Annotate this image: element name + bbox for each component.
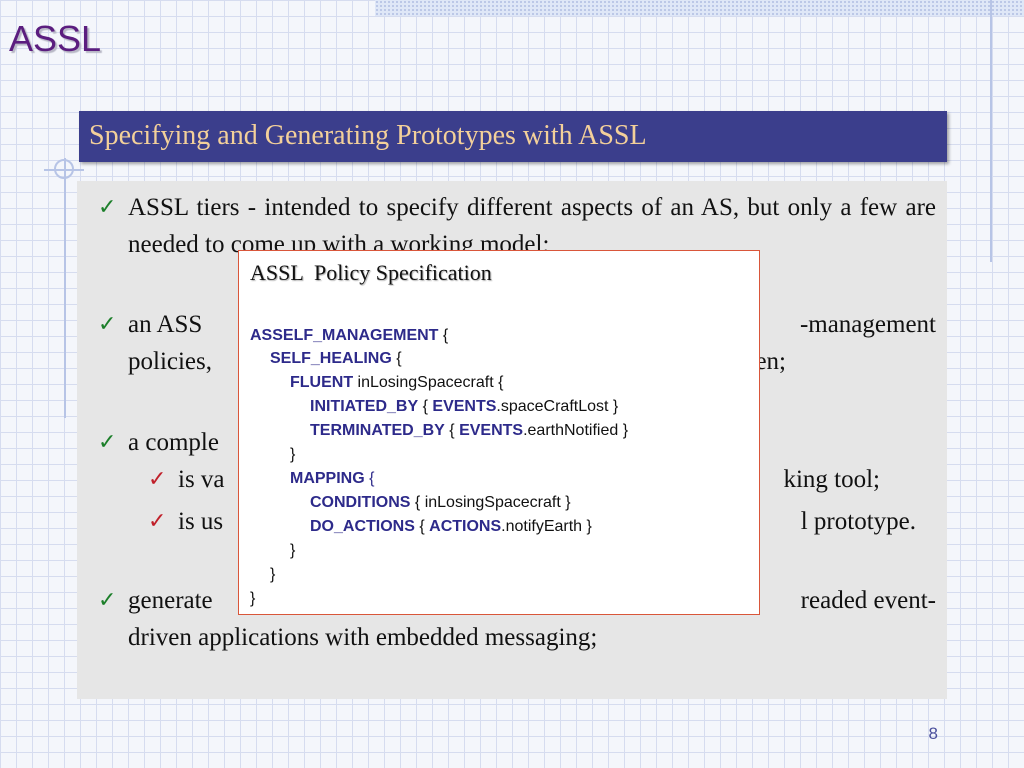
bullet-2-line2-start: policies, xyxy=(128,348,213,375)
logo: ASSL xyxy=(9,18,102,59)
code-keyword: ACTIONS xyxy=(429,518,502,535)
sub-bullet-2-end: l prototype. xyxy=(800,508,916,535)
code-text: { xyxy=(414,518,430,535)
code-line-12: } xyxy=(250,588,255,610)
code-line-5: TERMINATED_BY { EVENTS.earthNotified } xyxy=(310,420,628,442)
code-text: { xyxy=(444,422,460,439)
bullet-2: ✓ an ASS -management policies, en; xyxy=(98,306,936,380)
bullet-4-start: generate xyxy=(128,587,213,614)
code-keyword: TERMINATED_BY xyxy=(310,422,445,439)
code-keyword: DO_ACTIONS xyxy=(310,518,415,535)
code-keyword: FLUENT xyxy=(290,374,354,391)
code-text: } xyxy=(290,542,296,559)
checkmark-icon: ✓ xyxy=(98,312,117,337)
decorative-left-line xyxy=(64,158,66,418)
top-decorative-band xyxy=(375,0,1024,16)
code-line-7: MAPPING { xyxy=(290,468,374,490)
code-text: { xyxy=(391,350,402,367)
code-text: { xyxy=(418,398,433,415)
code-line-1: ASSELF_MANAGEMENT { xyxy=(250,325,448,347)
code-line-3: FLUENT inLosingSpacecraft { xyxy=(290,372,503,394)
bullet-3: ✓ a comple xyxy=(98,424,936,461)
bullet-2-start: an ASS xyxy=(128,311,203,338)
code-text: .notifyEarth } xyxy=(501,518,592,535)
code-keyword: CONDITIONS xyxy=(310,494,411,511)
bullet-2-line2-end: en; xyxy=(755,348,786,375)
code-keyword: ASSELF_MANAGEMENT xyxy=(250,327,439,344)
code-text: } xyxy=(290,446,296,463)
slide-title: Specifying and Generating Prototypes wit… xyxy=(89,120,647,151)
code-line-2: SELF_HEALING { xyxy=(270,348,402,370)
code-text: } xyxy=(250,590,256,607)
page-number: 8 xyxy=(928,724,938,743)
bullet-2-end: -management xyxy=(799,311,936,338)
checkmark-icon: ✓ xyxy=(98,195,117,220)
checkmark-icon: ✓ xyxy=(148,509,167,534)
bullet-4-end: readed event- xyxy=(800,587,936,614)
code-text: .spaceCraftLost } xyxy=(496,398,619,415)
code-line-8: CONDITIONS { inLosingSpacecraft } xyxy=(310,492,571,514)
code-text: { xyxy=(438,327,449,344)
decorative-vertical-line xyxy=(990,0,992,262)
code-keyword: INITIATED_BY xyxy=(310,398,419,415)
code-keyword: SELF_HEALING xyxy=(270,350,392,367)
bullet-4: ✓ generate readed event- driven applicat… xyxy=(98,582,936,656)
code-keyword: EVENTS xyxy=(432,398,497,415)
sub-bullet-1: ✓ is va king tool; xyxy=(148,461,936,498)
decorative-circle xyxy=(54,159,74,179)
sub-bullet-1-end: king tool; xyxy=(783,466,880,493)
sub-bullet-1-start: is va xyxy=(178,466,225,493)
checkmark-icon: ✓ xyxy=(148,467,167,492)
code-text: { xyxy=(364,470,375,487)
code-keyword: EVENTS xyxy=(459,422,524,439)
code-line-9: DO_ACTIONS { ACTIONS.notifyEarth } xyxy=(310,516,592,538)
code-keyword: MAPPING xyxy=(290,470,365,487)
policy-specification-box: ASSL Policy Specification ASSELF_MANAGEM… xyxy=(238,250,760,615)
code-text: { inLosingSpacecraft } xyxy=(410,494,571,511)
policy-header: ASSL Policy Specification xyxy=(250,260,492,285)
title-bar: Specifying and Generating Prototypes wit… xyxy=(79,111,947,162)
checkmark-icon: ✓ xyxy=(98,430,117,455)
bullet-1-text: ASSL tiers - intended to specify differe… xyxy=(128,194,936,258)
code-text: } xyxy=(270,566,276,583)
code-line-4: INITIATED_BY { EVENTS.spaceCraftLost } xyxy=(310,396,618,418)
bullet-4-line2: driven applications with embedded messag… xyxy=(128,624,598,651)
code-line-11: } xyxy=(270,564,275,586)
sub-bullet-2: ✓ is us l prototype. xyxy=(148,503,936,540)
code-text: inLosingSpacecraft { xyxy=(353,374,504,391)
checkmark-icon: ✓ xyxy=(98,588,117,613)
sub-bullet-2-start: is us xyxy=(178,508,224,535)
bullet-3-start: a comple xyxy=(128,429,219,456)
code-text: .earthNotified } xyxy=(523,422,629,439)
code-line-6: } xyxy=(290,444,295,466)
code-line-10: } xyxy=(290,540,295,562)
